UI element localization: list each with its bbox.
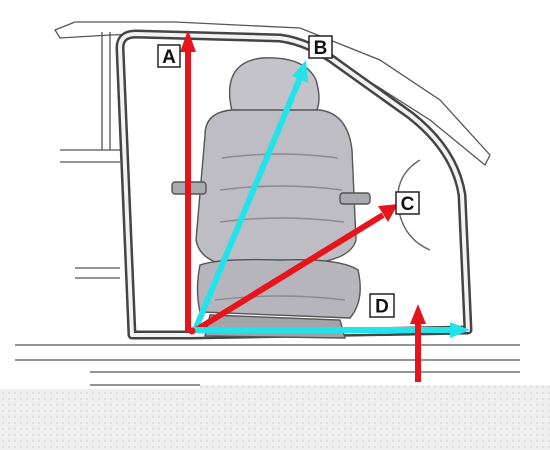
arrow-b	[192, 76, 303, 332]
arrow-a-head	[180, 30, 196, 52]
label-d-text: D	[375, 297, 389, 318]
floor-strip	[0, 375, 200, 389]
arrow-c	[194, 212, 385, 333]
label-a: A	[157, 44, 181, 68]
label-b: B	[308, 35, 333, 59]
label-c: C	[395, 191, 420, 215]
vector-arrows	[180, 30, 470, 382]
label-d: D	[369, 293, 395, 318]
label-c-text: C	[401, 194, 415, 215]
seat-icon	[171, 57, 371, 339]
arrow-b-head	[292, 60, 308, 83]
ground-band	[0, 385, 550, 450]
arrow-c-head	[378, 204, 398, 222]
label-a-text: A	[162, 47, 176, 68]
label-b-text: B	[314, 38, 328, 59]
origin-point	[188, 327, 196, 335]
arrow-d-vertical-head	[410, 304, 426, 324]
arrow-d-head	[450, 322, 470, 338]
